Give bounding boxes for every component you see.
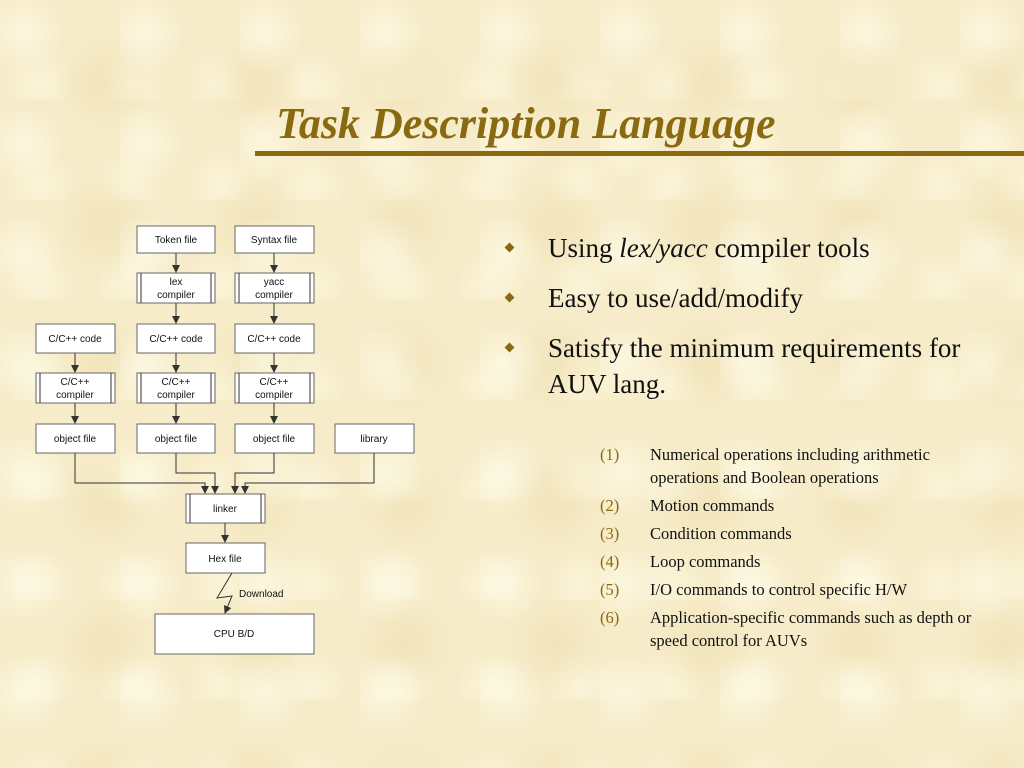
list-text: Condition commands: [650, 524, 792, 543]
token-file-box: Token file: [136, 225, 216, 254]
list-number: (1): [600, 445, 620, 464]
cpp-compiler-box-2: C/C++ compiler: [136, 372, 216, 404]
bullet-item-lex-yacc: Using lex/yacc compiler tools: [500, 230, 1000, 266]
bullet-item-requirements: Satisfy the minimum requirements for AUV…: [500, 330, 1000, 402]
cpp-code-label-2: C/C++ code: [149, 334, 203, 345]
hex-file-label: Hex file: [208, 554, 242, 565]
list-item: (5) I/O commands to control specific H/W: [600, 578, 990, 601]
cpp-compiler-label-2b: compiler: [157, 390, 195, 401]
cpp-code-box-1: C/C++ code: [35, 323, 116, 354]
list-item: (4) Loop commands: [600, 550, 990, 573]
library-box: library: [334, 423, 415, 454]
lex-compiler-label-1: lex: [170, 277, 183, 288]
cpp-compiler-label-1a: C/C++: [61, 377, 90, 388]
list-text: Motion commands: [650, 496, 775, 515]
library-label: library: [360, 434, 387, 445]
cpp-compiler-label-3b: compiler: [255, 390, 293, 401]
yacc-compiler-label-2: compiler: [255, 290, 293, 301]
syntax-file-label: Syntax file: [251, 235, 298, 246]
token-file-label: Token file: [155, 235, 198, 246]
bullet-item-easy: Easy to use/add/modify: [500, 280, 1000, 316]
object-file-box-3: object file: [234, 423, 315, 454]
main-bullet-list: Using lex/yacc compiler tools Easy to us…: [500, 230, 1000, 416]
bullet-text: Easy to use/add/modify: [548, 283, 803, 313]
cpu-board-box: CPU B/D: [154, 613, 315, 655]
cpp-compiler-box-3: C/C++ compiler: [234, 372, 315, 404]
list-text: I/O commands to control specific H/W: [650, 580, 908, 599]
object-file-box-1: object file: [35, 423, 116, 454]
slide-title: Task Description Language: [276, 99, 776, 148]
object-file-label-1: object file: [54, 434, 97, 445]
syntax-file-box: Syntax file: [234, 225, 315, 254]
lex-compiler-box: lex compiler: [136, 272, 216, 304]
object-file-box-2: object file: [136, 423, 216, 454]
list-text: Numerical operations including arithmeti…: [650, 445, 930, 487]
cpu-board-label: CPU B/D: [214, 629, 255, 640]
bullet-text: Using: [548, 233, 620, 263]
list-item: (1) Numerical operations including arithm…: [600, 443, 990, 489]
diamond-bullet-icon: [504, 242, 515, 253]
list-number: (2): [600, 496, 620, 515]
list-number: (3): [600, 524, 620, 543]
bullet-text: Satisfy the minimum requirements for AUV…: [548, 333, 961, 399]
title-underline: [255, 151, 1024, 156]
cpp-compiler-label-2a: C/C++: [162, 377, 191, 388]
list-number: (5): [600, 580, 620, 599]
hex-file-box: Hex file: [185, 542, 266, 574]
download-label: Download: [239, 589, 283, 600]
bullet-text: compiler tools: [707, 233, 870, 263]
list-item: (6) Application-specific commands such as…: [600, 606, 990, 652]
cpp-compiler-label-3a: C/C++: [260, 377, 289, 388]
flow-arrows: [71, 253, 375, 614]
list-number: (4): [600, 552, 620, 571]
lex-compiler-label-2: compiler: [157, 290, 195, 301]
bullet-italic-text: lex/yacc: [619, 233, 708, 263]
yacc-compiler-box: yacc compiler: [234, 272, 315, 304]
diamond-bullet-icon: [504, 342, 515, 353]
list-number: (6): [600, 608, 620, 627]
linker-label: linker: [213, 504, 238, 515]
list-text: Loop commands: [650, 552, 761, 571]
cpp-code-label-3: C/C++ code: [247, 334, 301, 345]
cpp-code-label-1: C/C++ code: [48, 334, 102, 345]
object-file-label-2: object file: [155, 434, 198, 445]
list-item: (2) Motion commands: [600, 494, 990, 517]
cpp-code-box-3: C/C++ code: [234, 323, 315, 354]
requirements-list: (1) Numerical operations including arithm…: [600, 443, 990, 657]
linker-box: linker: [185, 493, 266, 524]
cpp-compiler-box-1: C/C++ compiler: [35, 372, 116, 404]
cpp-code-box-2: C/C++ code: [136, 323, 216, 354]
cpp-compiler-label-1b: compiler: [56, 390, 94, 401]
list-text: Application-specific commands such as de…: [650, 608, 972, 650]
yacc-compiler-label-1: yacc: [264, 277, 285, 288]
list-item: (3) Condition commands: [600, 522, 990, 545]
diamond-bullet-icon: [504, 292, 515, 303]
object-file-label-3: object file: [253, 434, 296, 445]
